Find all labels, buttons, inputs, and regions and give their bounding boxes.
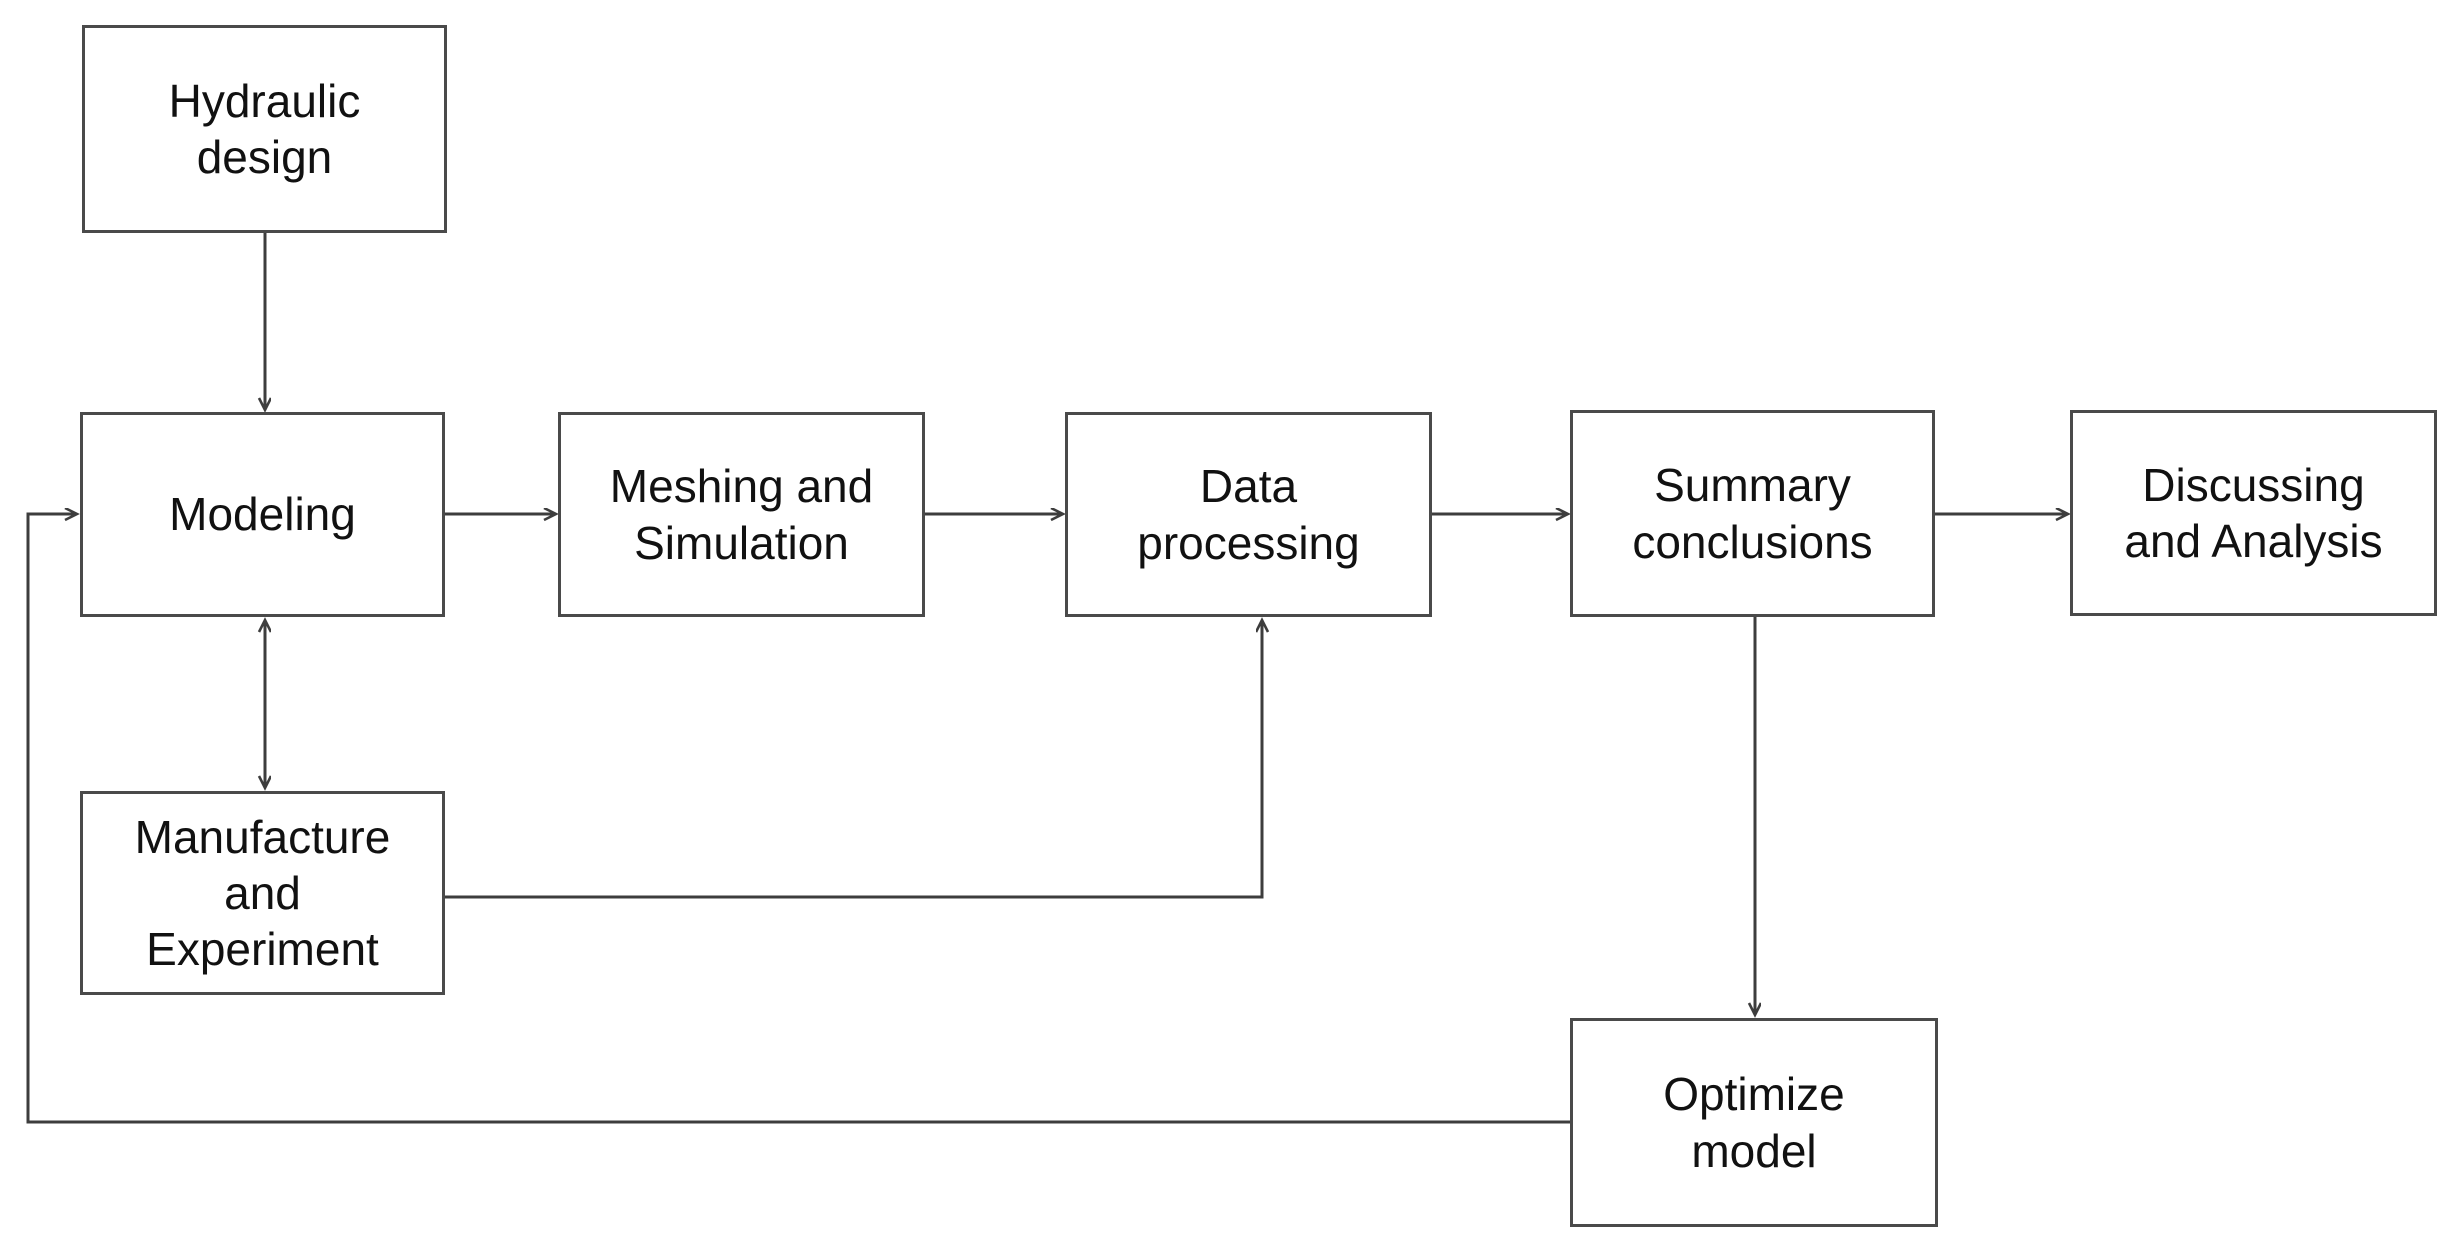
node-hydraulic-design[interactable]: Hydraulic design [82, 25, 447, 233]
node-meshing-and-simulation[interactable]: Meshing and Simulation [558, 412, 925, 617]
edge-manufacture-to-data-processing [445, 620, 1262, 899]
node-summary-conclusions[interactable]: Summary conclusions [1570, 410, 1935, 617]
node-modeling[interactable]: Modeling [80, 412, 445, 617]
node-optimize-model[interactable]: Optimize model [1570, 1018, 1938, 1227]
node-discussing-and-analysis[interactable]: Discussing and Analysis [2070, 410, 2437, 616]
node-manufacture-and-experiment[interactable]: Manufacture and Experiment [80, 791, 445, 995]
node-data-processing[interactable]: Data processing [1065, 412, 1432, 617]
